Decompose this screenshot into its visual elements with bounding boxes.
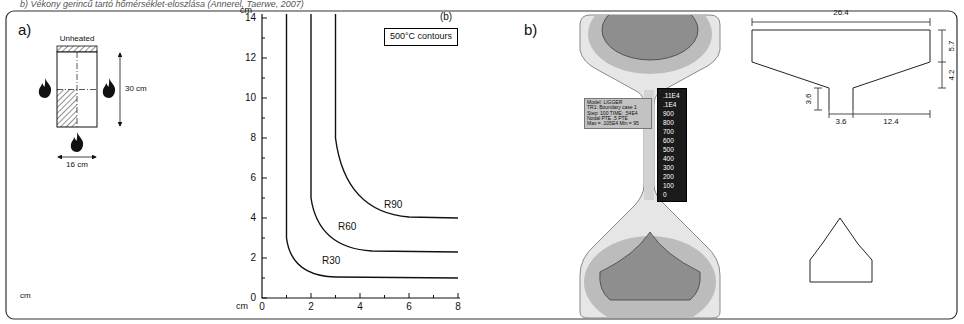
r90-curve [336,14,459,218]
node-text: 500°C contours [389,31,453,42]
axis-unit: cm [236,302,248,311]
dimension: 5.7 [948,40,956,51]
info-panel: Model: LIGGERTR1: Boundary case 1Step: 1… [584,98,652,129]
panel-frame [6,11,957,319]
node-text: 300 [663,163,683,172]
curve-label: R30 [322,256,340,266]
axis-tick-label: 0 [250,293,256,303]
axis-tick-label: 0 [259,302,265,312]
axis-tick-label: 14 [245,13,256,23]
dimension: 12.4 [883,118,899,126]
curve-label: R90 [384,200,402,210]
axis-tick-label: 2 [250,253,256,263]
axis-tick-label: 8 [455,302,461,312]
cross-section-sketch [39,46,120,157]
curve-label: R60 [338,222,356,232]
node-text: 600 [663,136,683,145]
edge-note: Unheated [60,35,95,43]
unit-label: cm [20,292,31,300]
axis-tick-label: 6 [250,173,256,183]
panel-letter: b) [524,22,537,37]
axis-tick-label: 10 [245,93,256,103]
node-text: Max = .105E4 Min = 95 [587,121,649,126]
legend-box: 500°C contours [384,28,458,46]
node-text: 100 [663,181,683,190]
node-text: .11E4 [663,91,683,100]
node-text: .1E4 [663,100,683,109]
axis-tick-label: 6 [406,302,412,312]
axis-tick-label: 4 [250,213,256,223]
figure-caption: b) Vékony gerincű tartó hőmérséklet-elos… [20,0,304,9]
axis-tick-label: 2 [308,302,314,312]
node-text: 700 [663,127,683,136]
r30-curve [287,14,459,278]
r60-curve [311,14,458,252]
dimension: 3.6 [835,118,846,126]
dimension: 3.6 [805,93,813,104]
dimension: 26.4 [833,9,849,17]
node-text: 900 [663,109,683,118]
dimension: 30 cm [125,85,147,93]
thermal-plot [580,0,720,324]
section-drawing [752,18,946,282]
node-text: 800 [663,118,683,127]
color-scale: .11E4.1E49008007006005004003002001000 [657,88,687,202]
panel-letter: a) [18,22,31,37]
node-text: 400 [663,154,683,163]
axis-tick-label: 8 [250,133,256,143]
contour-chart [262,14,460,298]
node-text: 200 [663,172,683,181]
node-text: 500 [663,145,683,154]
dimension: 16 cm [66,161,88,169]
node-text: 0 [663,190,683,199]
axis-tick-label: 12 [245,53,256,63]
chart-letter: (b) [440,12,452,22]
dimension: 4.2 [948,69,956,80]
axis-tick-label: 4 [357,302,363,312]
